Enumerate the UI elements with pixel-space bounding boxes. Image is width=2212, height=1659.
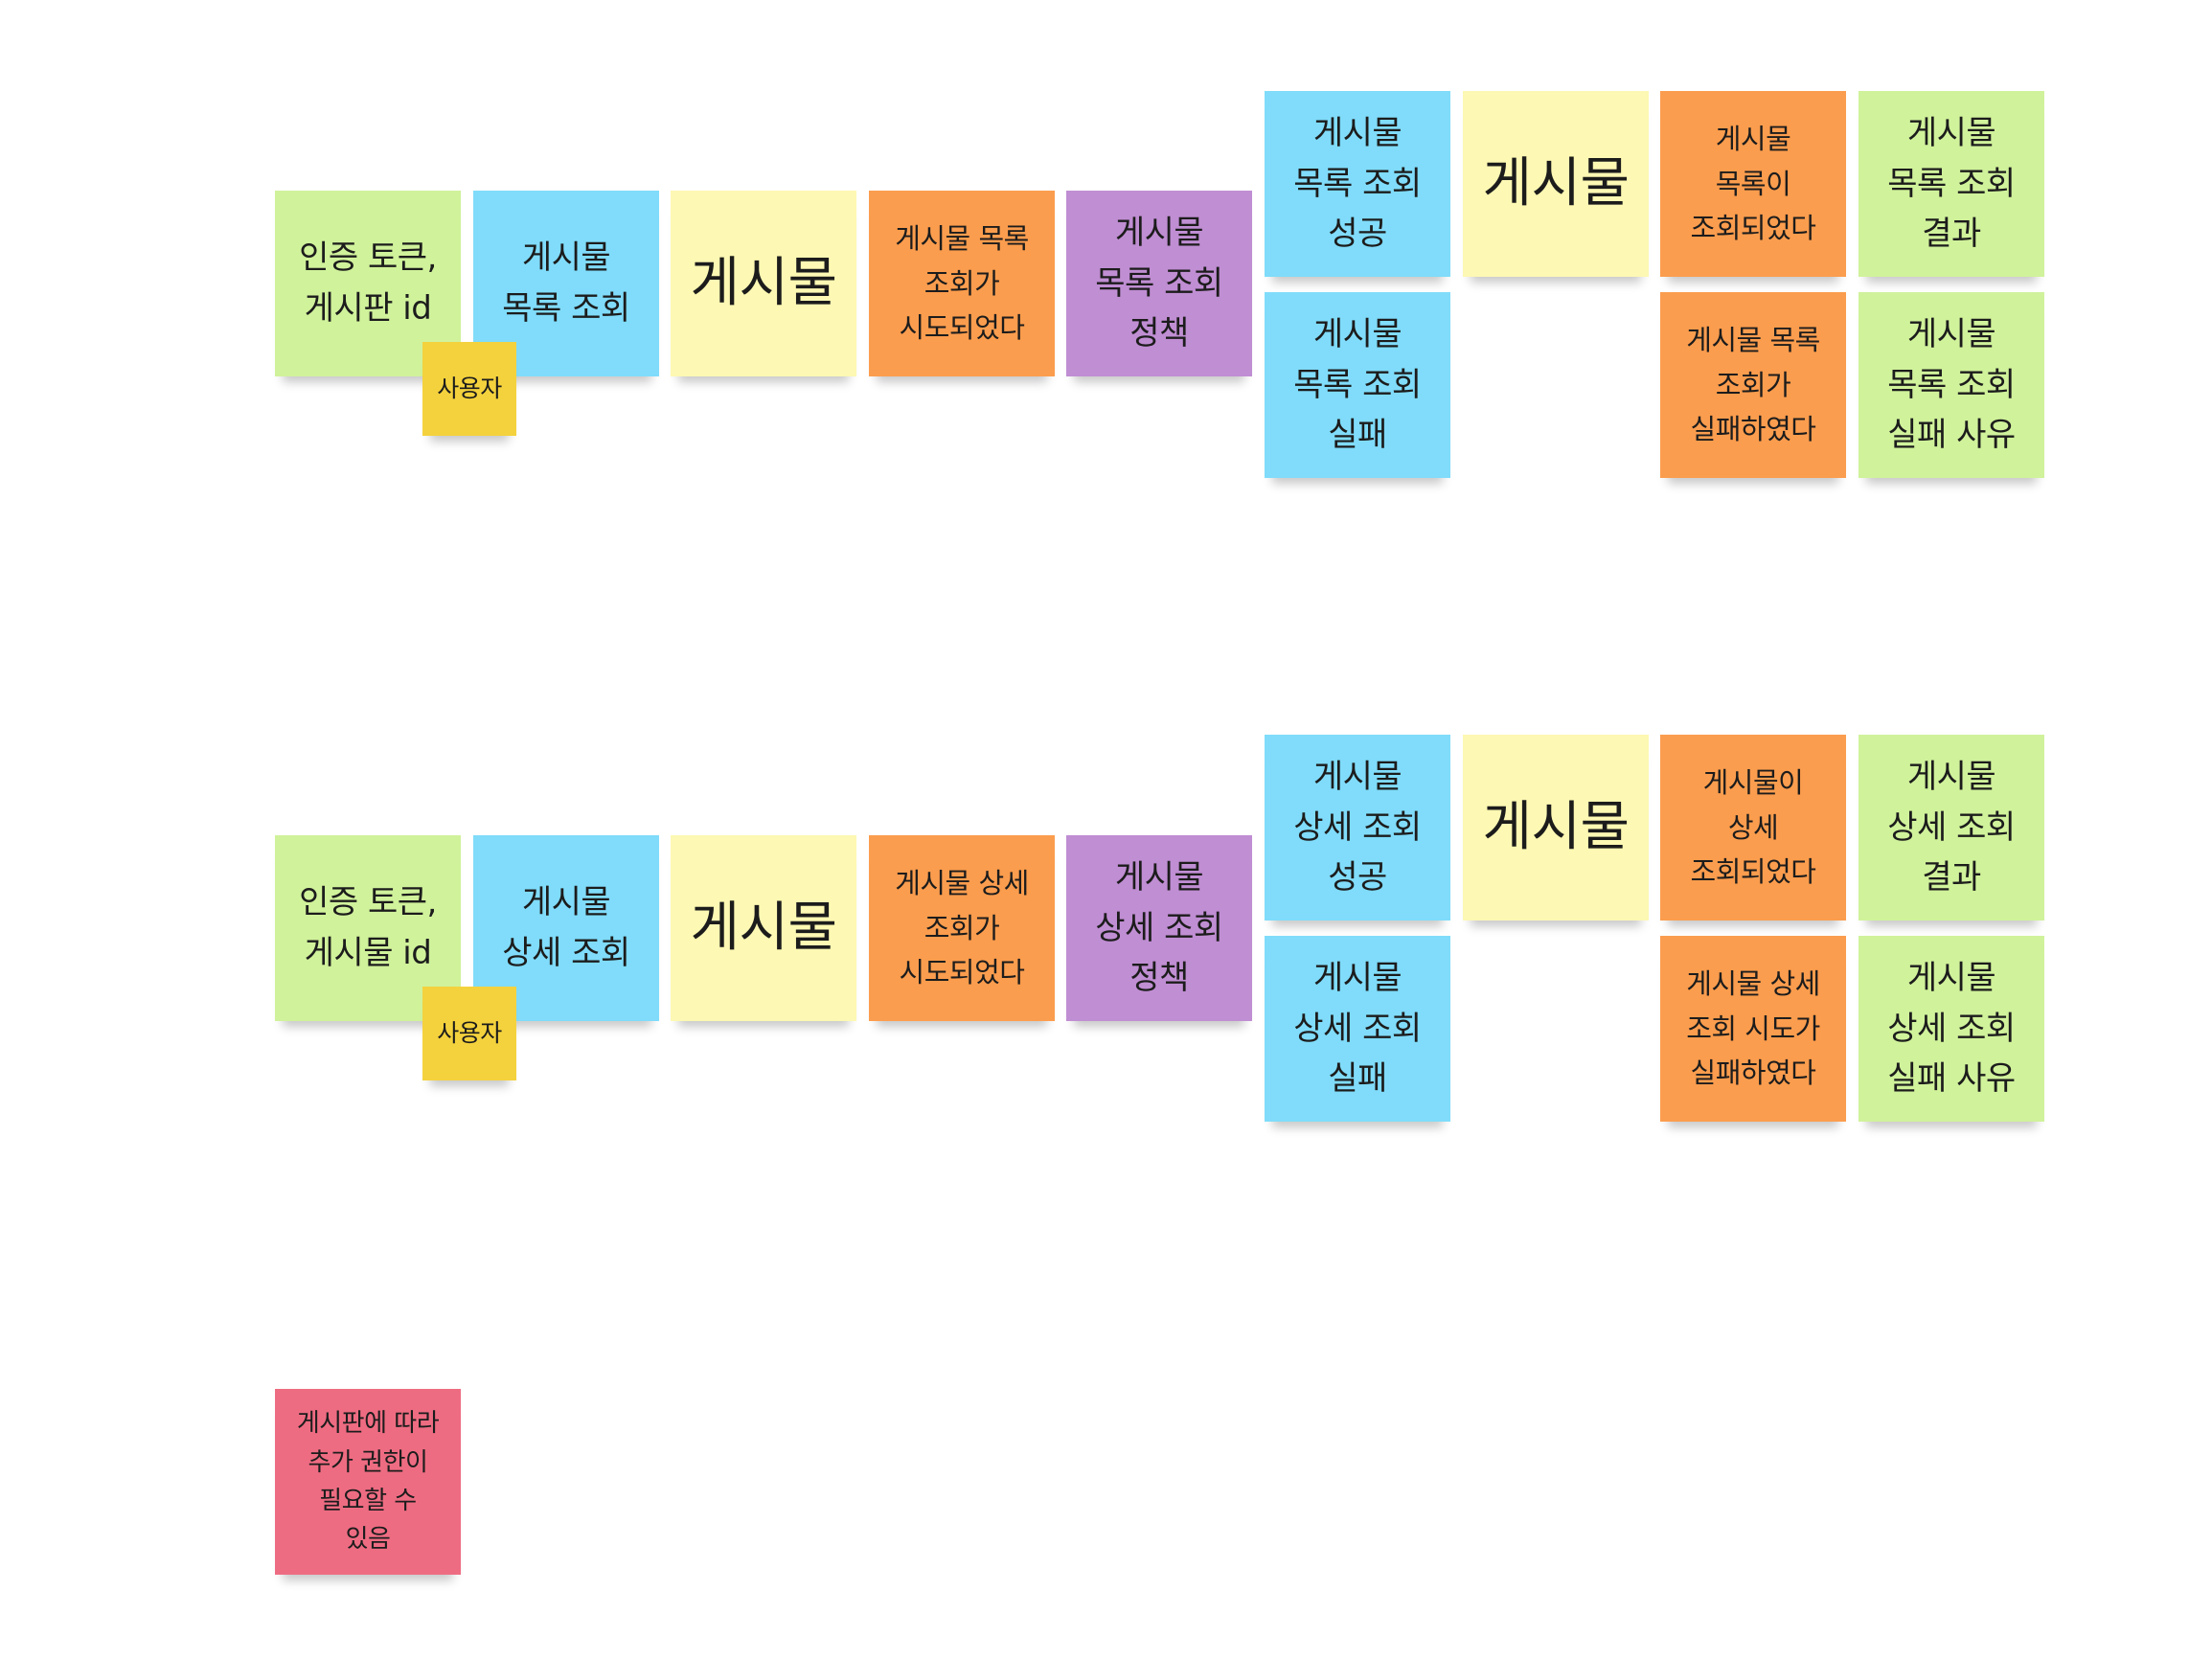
- sticky-success-event-row1[interactable]: 게시물 목록이 조회되었다: [1660, 91, 1846, 277]
- sticky-result-aggregate-row1[interactable]: 게시물: [1463, 91, 1649, 277]
- sticky-text: 게시물 목록 조회 결과: [1887, 113, 2016, 254]
- sticky-failure-command-row1[interactable]: 게시물 목록 조회 실패: [1265, 292, 1450, 478]
- sticky-failure-event-row1[interactable]: 게시물 목록 조회가 실패하였다: [1660, 292, 1846, 478]
- sticky-text: 게시물 상세 조회 정책: [1095, 857, 1223, 998]
- sticky-success-command-row2[interactable]: 게시물 상세 조회 성공: [1265, 735, 1450, 920]
- sticky-text: 게시물 상세 조회: [502, 883, 630, 972]
- sticky-text: 게시물: [690, 897, 837, 960]
- sticky-failure-command-row2[interactable]: 게시물 상세 조회 실패: [1265, 936, 1450, 1122]
- sticky-text: 사용자: [437, 375, 502, 402]
- sticky-text: 게시물 목록 조회 성공: [1293, 113, 1422, 254]
- sticky-text: 게시물 목록 조회 정책: [1095, 213, 1223, 353]
- sticky-input-row2[interactable]: 인증 토큰, 게시물 id: [275, 835, 461, 1021]
- sticky-text: 게시물 목록 조회가 시도되었다: [895, 222, 1029, 345]
- sticky-text: 인증 토큰, 게시물 id: [299, 883, 437, 972]
- sticky-actor-row1[interactable]: 사용자: [422, 342, 516, 436]
- sticky-policy-row1[interactable]: 게시물 목록 조회 정책: [1066, 191, 1252, 376]
- sticky-text: 인증 토큰, 게시판 id: [299, 239, 437, 328]
- sticky-text: 게시물 상세 조회 성공: [1293, 757, 1422, 898]
- sticky-text: 게시물 상세 조회 실패 사유: [1887, 958, 2016, 1099]
- sticky-text: 게시물 상세 조회가 시도되었다: [895, 867, 1029, 989]
- sticky-aggregate-row2[interactable]: 게시물: [671, 835, 856, 1021]
- sticky-aggregate-row1[interactable]: 게시물: [671, 191, 856, 376]
- sticky-command-row1[interactable]: 게시물 목록 조회: [473, 191, 659, 376]
- sticky-failure-event-row2[interactable]: 게시물 상세 조회 시도가 실패하였다: [1660, 936, 1846, 1122]
- sticky-text: 게시물 상세 조회 결과: [1887, 757, 2016, 898]
- sticky-text: 게시물 목록 조회 실패: [1293, 314, 1422, 455]
- sticky-policy-row2[interactable]: 게시물 상세 조회 정책: [1066, 835, 1252, 1021]
- sticky-text: 게시물: [690, 252, 837, 315]
- sticky-issue-note[interactable]: 게시판에 따라 추가 권한이 필요할 수 있음: [275, 1389, 461, 1575]
- sticky-result-aggregate-row2[interactable]: 게시물: [1463, 735, 1649, 920]
- sticky-input-row1[interactable]: 인증 토큰, 게시판 id: [275, 191, 461, 376]
- sticky-text: 게시물 목록 조회 실패 사유: [1887, 314, 2016, 455]
- sticky-text: 게시물 목록 조회가 실패하였다: [1686, 324, 1820, 446]
- sticky-failure-result-row2[interactable]: 게시물 상세 조회 실패 사유: [1859, 936, 2044, 1122]
- sticky-success-event-row2[interactable]: 게시물이 상세 조회되었다: [1660, 735, 1846, 920]
- sticky-attempted-event-row1[interactable]: 게시물 목록 조회가 시도되었다: [869, 191, 1055, 376]
- sticky-success-result-row2[interactable]: 게시물 상세 조회 결과: [1859, 735, 2044, 920]
- sticky-text: 게시물: [1482, 152, 1630, 216]
- sticky-text: 사용자: [437, 1019, 502, 1047]
- sticky-success-command-row1[interactable]: 게시물 목록 조회 성공: [1265, 91, 1450, 277]
- sticky-text: 게시물 목록 조회: [502, 239, 630, 328]
- sticky-success-result-row1[interactable]: 게시물 목록 조회 결과: [1859, 91, 2044, 277]
- sticky-text: 게시물 상세 조회 시도가 실패하였다: [1686, 967, 1820, 1090]
- sticky-failure-result-row1[interactable]: 게시물 목록 조회 실패 사유: [1859, 292, 2044, 478]
- sticky-text: 게시물: [1482, 796, 1630, 859]
- sticky-text: 게시물 상세 조회 실패: [1293, 958, 1422, 1099]
- sticky-text: 게시판에 따라 추가 권한이 필요할 수 있음: [296, 1409, 440, 1555]
- sticky-text: 게시물이 상세 조회되었다: [1690, 766, 1816, 889]
- sticky-actor-row2[interactable]: 사용자: [422, 987, 516, 1080]
- sticky-attempted-event-row2[interactable]: 게시물 상세 조회가 시도되었다: [869, 835, 1055, 1021]
- sticky-text: 게시물 목록이 조회되었다: [1690, 123, 1816, 245]
